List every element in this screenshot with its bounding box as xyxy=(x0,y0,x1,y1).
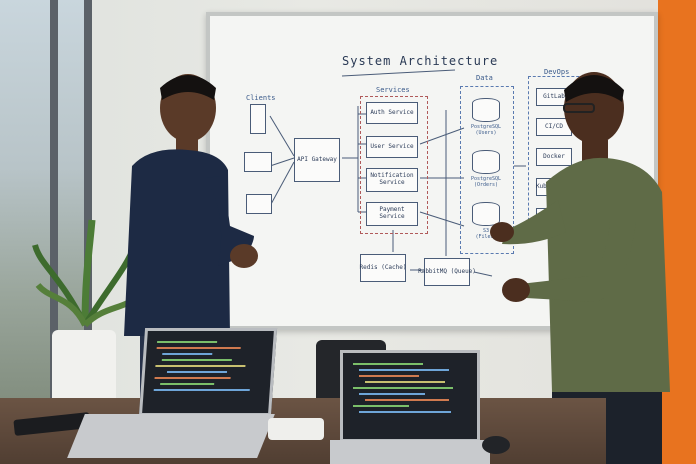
services-label: Services xyxy=(376,86,410,94)
phone-icon xyxy=(250,104,266,134)
rabbitmq-queue-box: RabbitMQ (Queue) xyxy=(418,258,476,286)
laptop-keyboard-left xyxy=(67,414,275,458)
data-group xyxy=(460,86,514,254)
database-icon xyxy=(472,98,500,122)
clients-label: Clients xyxy=(246,94,276,102)
data-label: Data xyxy=(476,74,493,82)
service-box: Payment Service xyxy=(366,202,418,226)
database-label: PostgreSQL(Users) xyxy=(470,124,502,136)
architecture-arrows xyxy=(269,69,526,277)
database-icon xyxy=(472,150,500,174)
api-gateway-box: API Gateway xyxy=(294,138,340,182)
devops-box: Docker xyxy=(536,148,572,166)
laptop-screen-right xyxy=(340,350,480,442)
service-box: Notification Service xyxy=(366,168,418,192)
laptop-keyboard-right xyxy=(330,440,490,464)
computer-mouse xyxy=(482,436,510,454)
devops-label: DevOps xyxy=(544,68,570,76)
window-frame xyxy=(84,0,92,420)
power-adapter xyxy=(268,418,324,440)
services-group xyxy=(360,96,428,234)
service-box: Auth Service xyxy=(366,102,418,124)
desktop-icon xyxy=(246,194,272,214)
storage-bucket-icon xyxy=(472,202,500,226)
service-box: User Service xyxy=(366,136,418,158)
database-label: PostgreSQL(Orders) xyxy=(470,176,502,188)
storage-label: S3(Files) xyxy=(475,228,497,240)
laptop-icon xyxy=(244,152,272,172)
laptop-screen-left xyxy=(138,328,278,416)
board-title: System Architecture xyxy=(342,54,499,68)
window-frame xyxy=(50,0,58,420)
redis-cache-box: Redis (Cache) xyxy=(360,254,407,282)
